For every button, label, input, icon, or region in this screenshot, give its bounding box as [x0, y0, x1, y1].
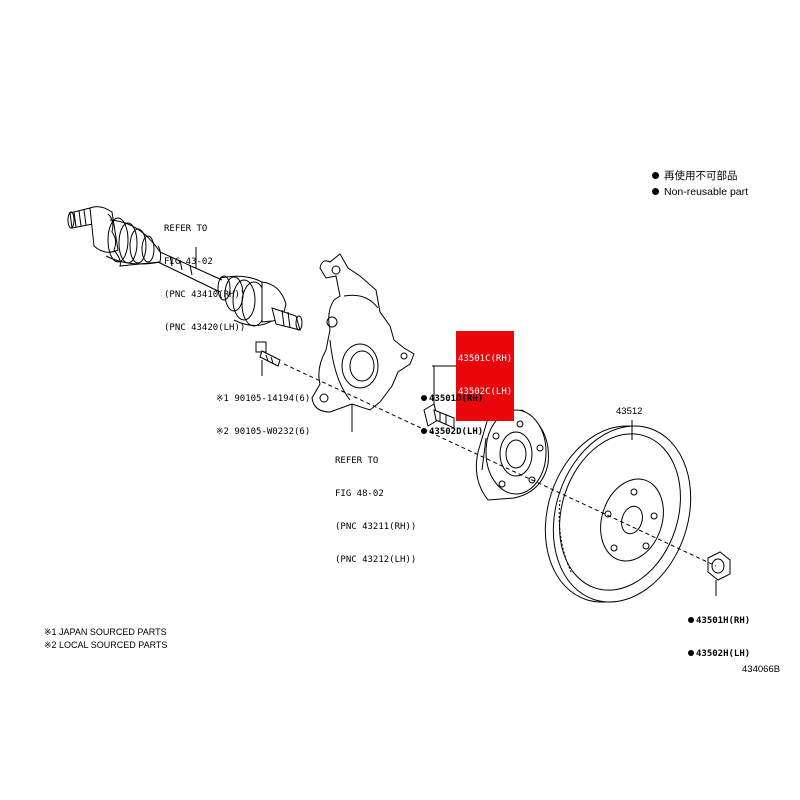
non-reusable-bullet-icon [688, 650, 694, 656]
hub-bolt-callout: 43501D(RH) 43502D(LH) [421, 372, 483, 460]
figure-code: 434066B [742, 664, 781, 675]
nut-callout: 43501H(RH) 43502H(LH) [688, 594, 750, 682]
legend-item-en: Non-reusable part [652, 184, 748, 200]
brake-disc [544, 425, 692, 603]
sourcing-notes: ※1 JAPAN SOURCED PARTS ※2 LOCAL SOURCED … [44, 627, 168, 650]
steering-knuckle [311, 253, 415, 413]
knuckle-bolt [255, 341, 281, 367]
legend: 再使用不可部品 Non-reusable part [652, 168, 748, 200]
hub-nut [707, 551, 731, 581]
hub-part-number-highlight[interactable]: 43501C(RH) 43502C(LH) [456, 331, 515, 421]
disc-callout: 43512 [616, 406, 643, 417]
bolt-callout: ※1 90105-14194(6) ※2 90105-W0232(6) [216, 394, 311, 437]
legend-item-ja: 再使用不可部品 [652, 168, 748, 184]
hub-bearing [475, 409, 549, 501]
bullet-icon [652, 188, 659, 195]
knuckle-callout: REFER TO FIG 48-02 (PNC 43211(RH)) (PNC … [335, 456, 417, 565]
driveshaft-callout: REFER TO FIG 43-02 (PNC 43410(RH)) (PNC … [164, 224, 246, 333]
non-reusable-bullet-icon [421, 395, 427, 401]
non-reusable-bullet-icon [688, 617, 694, 623]
drive-shaft [67, 206, 303, 331]
bullet-icon [652, 172, 659, 179]
hub-bolt [423, 403, 455, 429]
non-reusable-bullet-icon [421, 428, 427, 434]
